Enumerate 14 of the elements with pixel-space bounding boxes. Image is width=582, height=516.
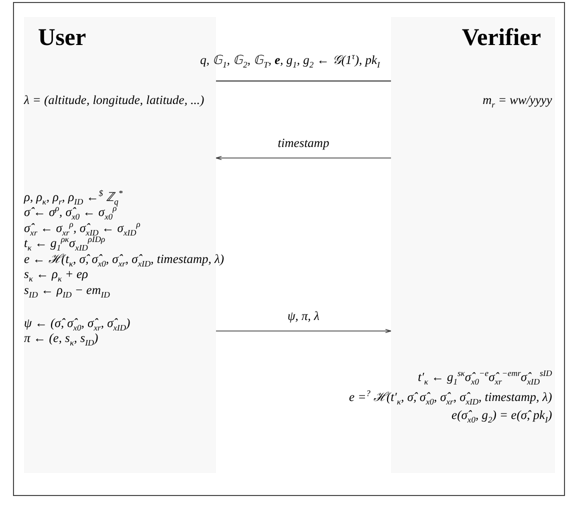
message-arrow bbox=[216, 328, 392, 334]
message-formula: m$_{r}$ = ww/yyyy bbox=[482, 93, 552, 107]
edge-label: timestamp bbox=[276, 136, 332, 151]
message-arrow bbox=[216, 156, 392, 160]
formula: π ← (e, s$_{κ}$, s$_{ID}$) bbox=[24, 331, 98, 345]
formula: e ← ℋ(t$_{κ}$, σ̂, σ̂$_{x0}$, σ̂$_{xr}$, σ̂$_{xID}$, timestamp, λ) bbox=[24, 252, 224, 266]
formula: e =$^{?}$ ℋ(t′$_{κ}$, σ̂, σ̂$_{x0}$, σ̂$_{xr}$, σ̂$_{xID}$, timestamp, λ) bbox=[349, 390, 552, 404]
setup-formula: q, 𝔾$_{1}$, 𝔾$_{2}$, 𝔾$_{T}$, e, g$_{1}$, g$_{2}$ ← 𝒢(1$^{τ}$), pk$_{I}$ bbox=[199, 53, 382, 67]
formula: s$_{ID}$ ← ρ$_{ID}$ − em$_{ID}$ bbox=[24, 283, 110, 297]
formula: s$_{κ}$ ← ρ$_{κ}$ + eρ bbox=[24, 267, 88, 281]
edge-label: ψ, π, λ bbox=[286, 309, 322, 324]
context-formula: λ = (altitude, longitude, latitude, ...) bbox=[24, 93, 204, 107]
formula: e(σ̂$_{x0}$, g$_{2}$) = e(σ̂, pk$_{I}$) bbox=[452, 408, 552, 422]
formula: ψ ← (σ̂, σ̂$_{x0}$, σ̂$_{xr}$, σ̂$_{xID}$) bbox=[24, 316, 130, 330]
